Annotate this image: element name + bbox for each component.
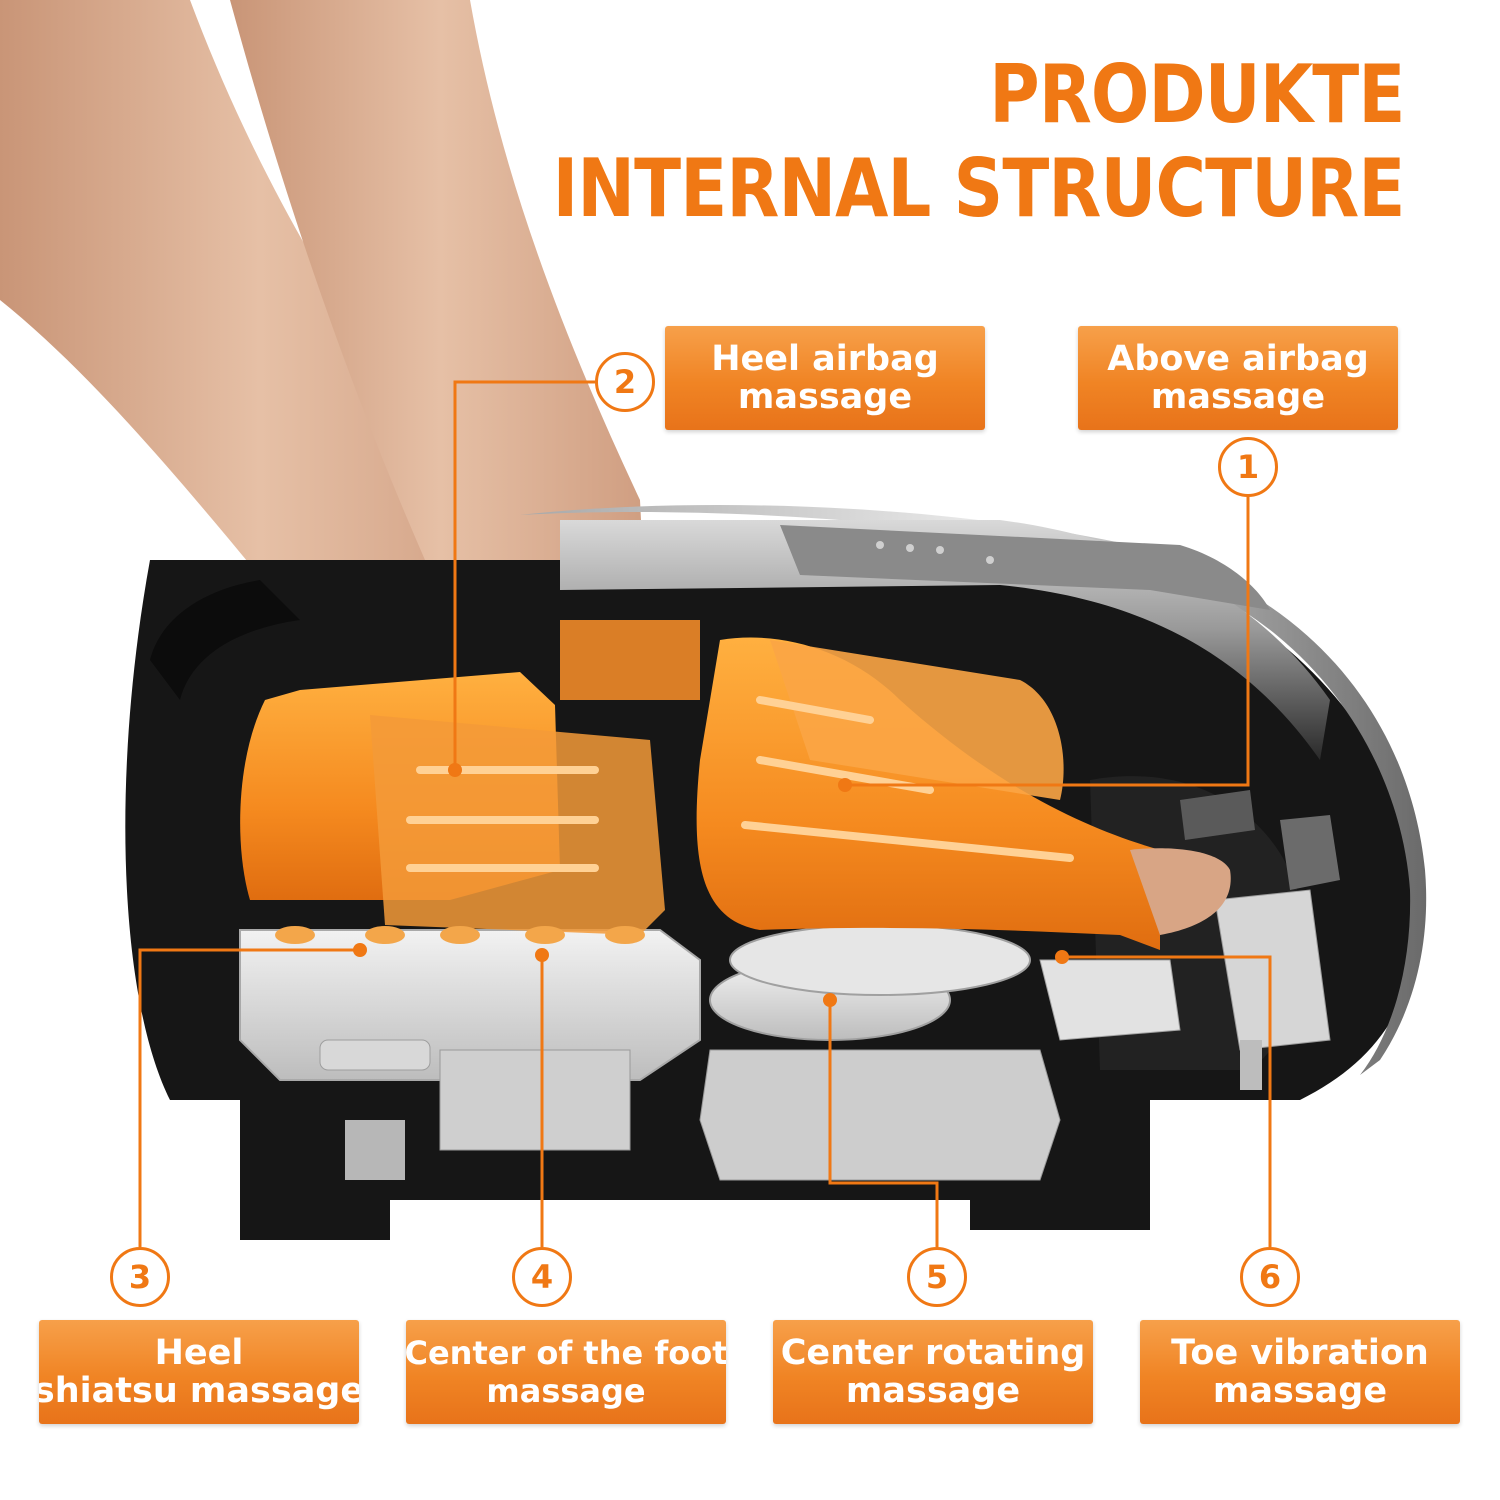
badge-1: 1: [1218, 437, 1278, 497]
above-airbag: [696, 637, 1231, 950]
label-line: massage: [486, 1372, 646, 1410]
badge-5: 5: [907, 1247, 967, 1307]
label-line: Above airbag: [1107, 339, 1369, 379]
label-heel-airbag: Heel airbag massage: [665, 326, 985, 430]
badge-3: 3: [110, 1247, 170, 1307]
badge-2: 2: [595, 352, 655, 412]
heel-airbag: [240, 620, 700, 935]
label-line: massage: [1150, 377, 1326, 417]
label-line: shiatsu massage: [39, 1371, 359, 1411]
label-toe-vibration: Toe vibration massage: [1140, 1320, 1460, 1424]
label-heel-shiatsu: Heel shiatsu massage: [39, 1320, 359, 1424]
label-center-rotating: Center rotating massage: [773, 1320, 1093, 1424]
page-title: PRODUKTE INTERNAL STRUCTURE: [552, 48, 1405, 236]
callout-lines: [138, 380, 1272, 1247]
badge-6: 6: [1240, 1247, 1300, 1307]
shiatsu-nodes: [275, 926, 645, 944]
label-line: massage: [845, 1371, 1021, 1411]
label-line: Toe vibration: [1171, 1333, 1429, 1373]
label-line: Center rotating: [780, 1333, 1086, 1373]
internal-mechanism: [239, 790, 1340, 1181]
title-line-2: INTERNAL STRUCTURE: [552, 142, 1405, 235]
badge-4: 4: [512, 1247, 572, 1307]
label-line: massage: [1212, 1371, 1388, 1411]
label-line: Heel airbag: [711, 339, 939, 379]
label-above-airbag: Above airbag massage: [1078, 326, 1398, 430]
label-center-foot: Center of the foot massage: [406, 1320, 726, 1424]
label-line: massage: [737, 377, 913, 417]
title-line-1: PRODUKTE: [988, 48, 1405, 141]
callout-dots: [353, 763, 1069, 1007]
label-line: Heel: [154, 1333, 244, 1373]
label-line: Center of the foot: [406, 1334, 726, 1372]
